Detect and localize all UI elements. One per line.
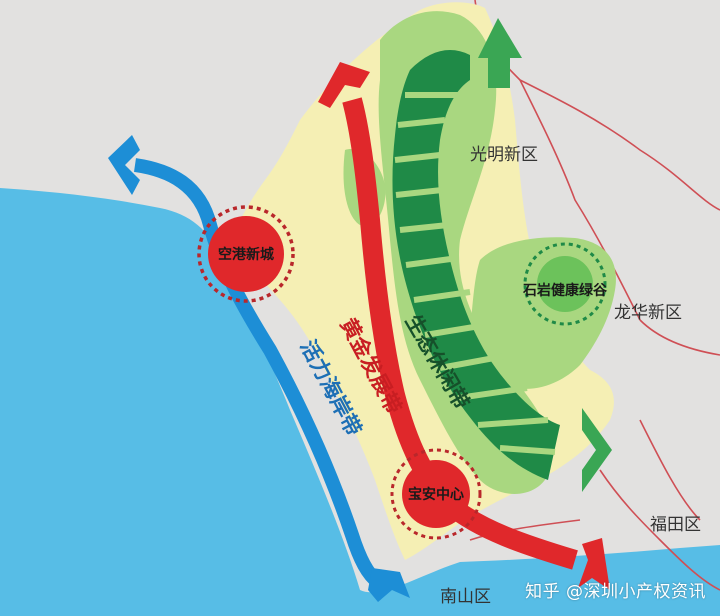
label-guangming: 光明新区 bbox=[470, 145, 538, 165]
label-shiyan-valley: 石岩健康绿谷 bbox=[522, 282, 608, 299]
watermark: 知乎 @深圳小产权资讯 bbox=[525, 582, 706, 602]
gold-belt-band bbox=[342, 97, 578, 570]
coast-chevron-north bbox=[108, 135, 140, 195]
shiyan-valley-node bbox=[537, 256, 593, 312]
sea bbox=[0, 188, 720, 616]
label-nanshan: 南山区 bbox=[440, 587, 491, 607]
baoan-center-ring bbox=[390, 448, 482, 540]
coast-chevron-south bbox=[368, 568, 410, 602]
airport-city-node bbox=[208, 216, 284, 292]
coast-belt-band bbox=[133, 158, 383, 588]
baoan-center-node bbox=[402, 460, 470, 528]
label-airport-city: 空港新城 bbox=[218, 246, 274, 263]
label-longhua: 龙华新区 bbox=[614, 303, 682, 323]
eco-chevron-north bbox=[478, 18, 522, 88]
eco-chevron-east bbox=[582, 408, 612, 492]
label-baoan-center: 宝安中心 bbox=[408, 486, 464, 503]
eco-belt-stripes bbox=[394, 92, 556, 455]
shiyan-valley-ring bbox=[523, 242, 607, 326]
label-futian: 福田区 bbox=[650, 515, 701, 535]
gold-chevron-south bbox=[578, 538, 610, 590]
gold-chevron-north bbox=[318, 62, 370, 108]
airport-city-ring bbox=[197, 205, 295, 303]
